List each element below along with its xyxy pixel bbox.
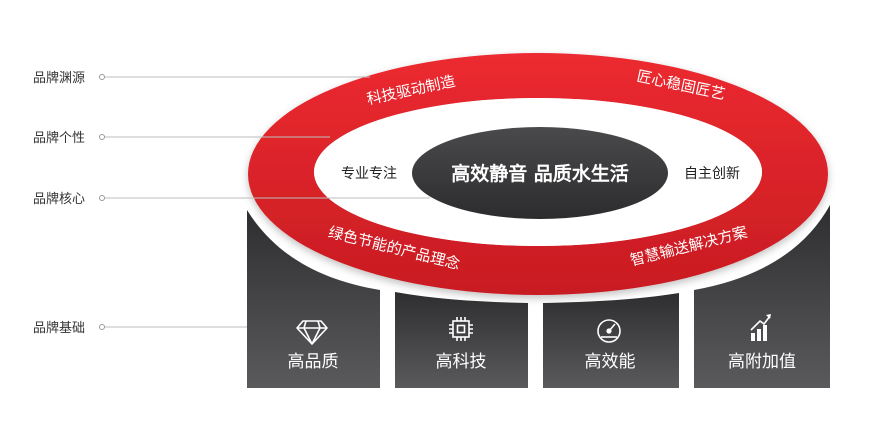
label-brand-foundation: 品牌基础 bbox=[33, 320, 85, 336]
gauge-icon bbox=[597, 319, 621, 343]
label-brand-core: 品牌核心 bbox=[33, 191, 85, 207]
leader-dot-core bbox=[99, 195, 105, 201]
red-ring bbox=[248, 53, 828, 295]
diamond-icon bbox=[296, 320, 328, 345]
leader-dot-foundation bbox=[99, 324, 105, 330]
pillar-label-1: 高品质 bbox=[288, 352, 339, 372]
inner-text-right: 自主创新 bbox=[684, 166, 740, 182]
pillar-label-4: 高附加值 bbox=[728, 352, 796, 372]
core-slogan: 高效静音 品质水生活 bbox=[451, 162, 629, 185]
pillar-block-1 bbox=[247, 210, 380, 388]
pillar-block-3 bbox=[543, 293, 679, 388]
pillar-label-3: 高效能 bbox=[585, 352, 636, 372]
pillar-block-4 bbox=[694, 205, 830, 388]
label-brand-character: 品牌个性 bbox=[33, 130, 85, 146]
label-brand-origin: 品牌渊源 bbox=[33, 70, 85, 86]
pillar-label-2: 高科技 bbox=[436, 352, 487, 372]
chip-icon bbox=[449, 317, 473, 341]
leader-dot-character bbox=[99, 134, 105, 140]
inner-text-left: 专业专注 bbox=[341, 166, 397, 182]
growth-chart-icon bbox=[750, 314, 771, 341]
core-ellipse bbox=[412, 127, 668, 219]
leader-dot-origin bbox=[99, 74, 105, 80]
